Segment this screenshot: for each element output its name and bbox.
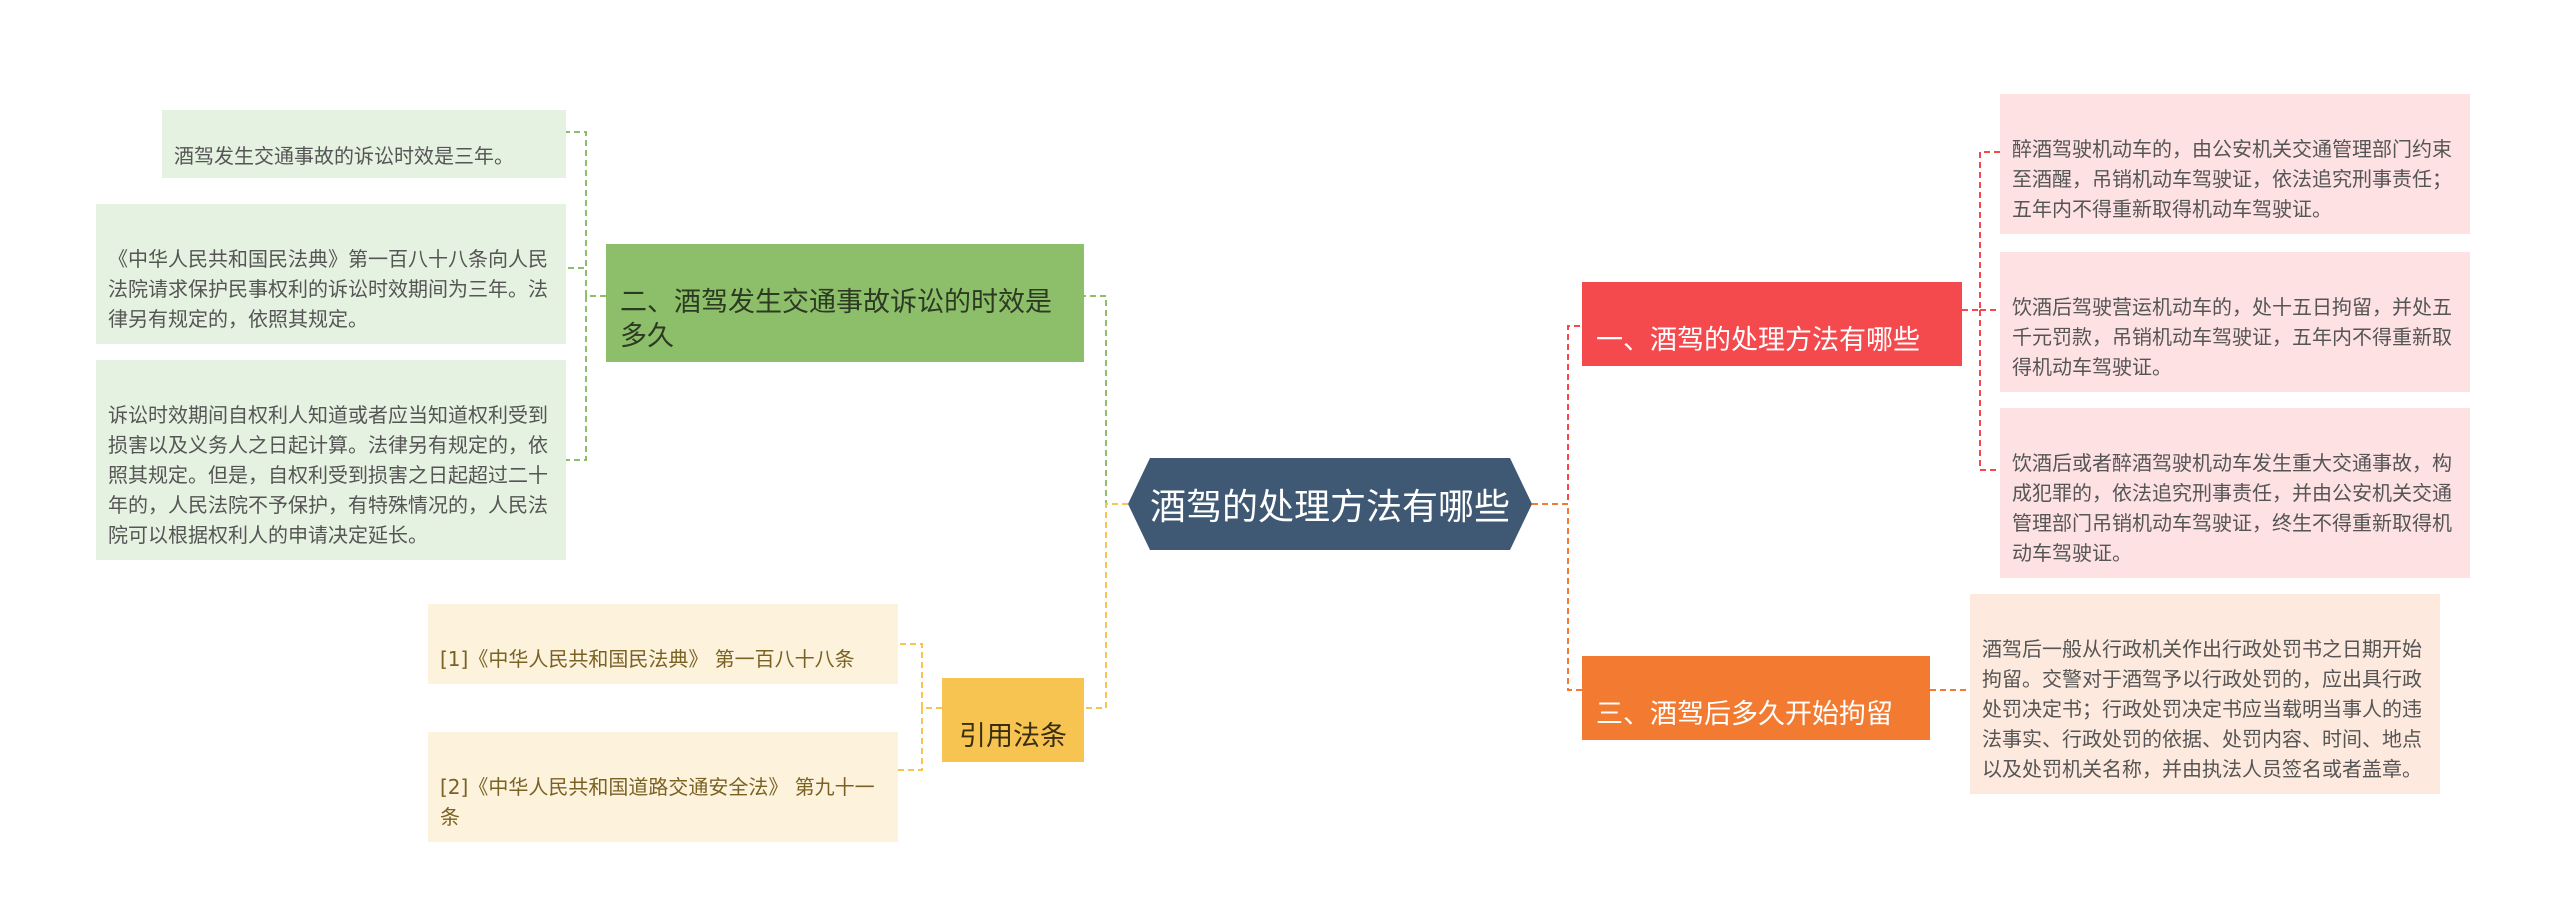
- branch-1-leaf-2[interactable]: 饮酒后驾驶营运机动车的，处十五日拘留，并处五千元罚款，吊销机动车驾驶证，五年内不…: [2000, 252, 2470, 392]
- branch-refs-label: 引用法条: [959, 721, 1067, 752]
- branch-2-leaf-1[interactable]: 酒驾发生交通事故的诉讼时效是三年。: [162, 110, 566, 178]
- connector-center-to-branch-1: [1532, 325, 1582, 505]
- branch-2-leaf-1-text: 酒驾发生交通事故的诉讼时效是三年。: [174, 144, 514, 168]
- refs-leaf-2[interactable]: [2]《中华人民共和国道路交通安全法》 第九十一条: [428, 732, 898, 842]
- branch-2-leaf-2-text: 《中华人民共和国民法典》第一百八十八条向人民法院请求保护民事权利的诉讼时效期间为…: [108, 247, 548, 331]
- connector-refs-leaves: [898, 643, 942, 771]
- branch-3-leaf-1[interactable]: 酒驾后一般从行政机关作出行政处罚书之日期开始拘留。交警对于酒驾予以行政处罚的，应…: [1970, 594, 2440, 794]
- branch-1-label: 一、酒驾的处理方法有哪些: [1596, 325, 1920, 356]
- branch-3-label: 三、酒驾后多久开始拘留: [1596, 699, 1893, 730]
- branch-1-leaf-3-text: 饮酒后或者醉酒驾驶机动车发生重大交通事故，构成犯罪的，依法追究刑事责任，并由公安…: [2012, 451, 2452, 565]
- branch-2-leaf-3-text: 诉讼时效期间自权利人知道或者应当知道权利受到损害以及义务人之日起计算。法律另有规…: [108, 403, 548, 547]
- connector-branch1-leaves: [1962, 151, 2000, 471]
- branch-2-node[interactable]: 二、酒驾发生交通事故诉讼的时效是多久: [606, 244, 1084, 362]
- branch-2-leaf-3[interactable]: 诉讼时效期间自权利人知道或者应当知道权利受到损害以及义务人之日起计算。法律另有规…: [96, 360, 566, 560]
- connector-center-to-branch-refs: [1084, 503, 1128, 709]
- branch-1-leaf-1[interactable]: 醉酒驾驶机动车的，由公安机关交通管理部门约束至酒醒，吊销机动车驾驶证，依法追究刑…: [2000, 94, 2470, 234]
- branch-2-label: 二、酒驾发生交通事故诉讼的时效是多久: [620, 287, 1052, 352]
- connector-center-to-branch-2: [1084, 295, 1128, 505]
- branch-refs-node[interactable]: 引用法条: [942, 678, 1084, 762]
- central-topic-label: 酒驾的处理方法有哪些: [1149, 487, 1510, 528]
- branch-3-leaf-1-text: 酒驾后一般从行政机关作出行政处罚书之日期开始拘留。交警对于酒驾予以行政处罚的，应…: [1982, 637, 2422, 781]
- branch-1-leaf-2-text: 饮酒后驾驶营运机动车的，处十五日拘留，并处五千元罚款，吊销机动车驾驶证，五年内不…: [2012, 295, 2452, 379]
- branch-2-leaf-2[interactable]: 《中华人民共和国民法典》第一百八十八条向人民法院请求保护民事权利的诉讼时效期间为…: [96, 204, 566, 344]
- branch-3-node[interactable]: 三、酒驾后多久开始拘留: [1582, 656, 1930, 740]
- central-topic[interactable]: 酒驾的处理方法有哪些: [1128, 458, 1532, 550]
- refs-leaf-2-text: [2]《中华人民共和国道路交通安全法》 第九十一条: [440, 775, 875, 829]
- branch-1-leaf-3[interactable]: 饮酒后或者醉酒驾驶机动车发生重大交通事故，构成犯罪的，依法追究刑事责任，并由公安…: [2000, 408, 2470, 578]
- branch-1-leaf-1-text: 醉酒驾驶机动车的，由公安机关交通管理部门约束至酒醒，吊销机动车驾驶证，依法追究刑…: [2012, 137, 2452, 221]
- connector-center-to-branch-3: [1532, 503, 1582, 691]
- connector-branch2-leaves: [566, 131, 606, 461]
- branch-1-node[interactable]: 一、酒驾的处理方法有哪些: [1582, 282, 1962, 366]
- refs-leaf-1-text: [1]《中华人民共和国民法典》 第一百八十八条: [440, 647, 855, 671]
- refs-leaf-1[interactable]: [1]《中华人民共和国民法典》 第一百八十八条: [428, 604, 898, 684]
